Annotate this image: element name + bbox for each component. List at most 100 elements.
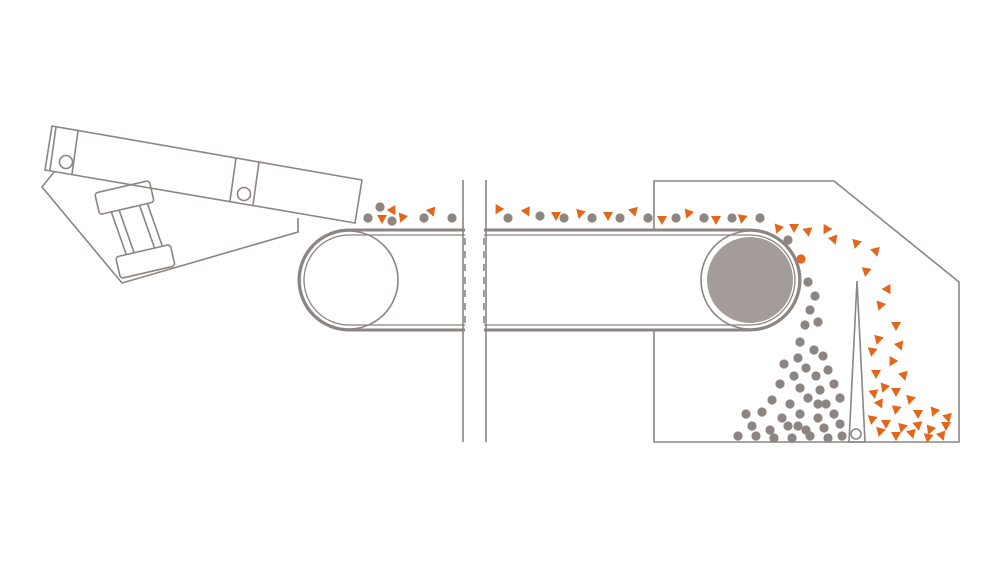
triangle-particle-icon — [893, 340, 904, 351]
circle-particle-icon — [447, 213, 457, 223]
triangle-particle-icon — [906, 428, 916, 439]
triangle-particle-icon — [891, 432, 901, 441]
triangle-particle-icon — [852, 238, 862, 249]
circle-particle-icon — [387, 216, 397, 226]
triangle-particle-icon — [891, 322, 901, 331]
circle-particle-icon — [805, 305, 815, 315]
triangle-particle-icon — [861, 267, 872, 277]
circle-particle-icon — [823, 433, 833, 443]
triangle-particle-icon — [898, 370, 908, 381]
triangle-particle-icon — [880, 382, 891, 393]
circle-particle-icon — [767, 395, 777, 405]
motor-body-line — [110, 211, 128, 255]
circle-particle-icon — [747, 421, 757, 431]
magnetic-drum-rim — [700, 230, 800, 330]
magnetic-drum-icon — [707, 237, 793, 323]
circle-particle-icon — [727, 213, 737, 223]
circle-particle-icon — [503, 213, 513, 223]
circle-particle-icon — [805, 431, 815, 441]
triangle-particle-icon — [881, 420, 891, 429]
circle-particle-icon — [835, 393, 845, 403]
circle-particle-icon — [800, 320, 810, 330]
circle-particle-icon — [751, 431, 761, 441]
triangle-particle-icon — [891, 405, 902, 415]
triangle-particle-icon — [926, 424, 937, 435]
circle-particle-icon — [801, 363, 811, 373]
triangle-particle-icon — [935, 430, 946, 441]
circle-particle-icon — [671, 213, 681, 223]
triangle-particle-icon — [876, 300, 887, 311]
triangle-particle-icon — [867, 415, 878, 425]
triangle-particle-icon — [603, 212, 613, 221]
circle-particle-icon — [815, 385, 825, 395]
triangle-particle-icon — [495, 204, 505, 215]
circle-particle-icon — [741, 409, 751, 419]
circle-particle-icon — [535, 211, 545, 221]
circle-particle-icon — [765, 425, 775, 435]
circle-particle-icon — [419, 213, 429, 223]
circle-particle-icon — [819, 423, 829, 433]
feeder-motor-icon — [94, 180, 176, 279]
particles-layer — [363, 202, 952, 443]
circle-particle-icon — [779, 359, 789, 369]
vibratory-feeder-icon — [40, 125, 363, 284]
triangle-particle-icon — [870, 246, 880, 257]
circle-particle-icon — [835, 419, 845, 429]
circle-particle-icon — [795, 409, 805, 419]
triangle-particle-icon — [874, 334, 884, 345]
triangle-particle-icon — [520, 206, 530, 217]
triangle-particle-icon — [876, 426, 886, 437]
triangle-particle-icon — [891, 388, 901, 397]
circle-particle-icon — [823, 365, 833, 375]
circle-particle-icon — [777, 413, 787, 423]
circle-particle-icon — [813, 413, 823, 423]
feeder-bolt-icon — [236, 186, 252, 202]
triangle-particle-icon — [737, 214, 748, 224]
motor-bottom-plate — [115, 244, 176, 279]
circle-particle-icon — [699, 213, 709, 223]
circle-particle-icon — [789, 371, 799, 381]
chamber-housing — [653, 180, 960, 443]
circle-particle-icon — [363, 213, 373, 223]
circle-particle-icon — [755, 213, 765, 223]
triangle-particle-icon — [711, 216, 721, 225]
circle-particle-icon — [813, 399, 823, 409]
feeder-trough-divider — [49, 126, 57, 171]
circle-particle-icon — [813, 317, 823, 327]
feeder-trough — [44, 125, 363, 224]
circle-particle-icon — [615, 213, 625, 223]
belt-inner — [303, 234, 796, 326]
triangle-particle-icon — [425, 206, 436, 217]
circle-particle-icon — [785, 399, 795, 409]
break-gap — [465, 218, 484, 338]
circle-particle-icon — [810, 291, 820, 301]
belt-break-marks — [462, 180, 487, 442]
triangle-particle-icon — [889, 356, 899, 367]
splitter-hinge-icon — [850, 428, 862, 440]
circle-particle-icon — [803, 277, 813, 287]
triangle-particle-icon — [789, 224, 799, 233]
triangle-particle-icon — [684, 208, 695, 219]
motor-top-plate — [94, 180, 155, 215]
triangle-particle-icon — [942, 412, 952, 423]
circle-particle-icon — [775, 379, 785, 389]
circle-particle-icon — [803, 393, 813, 403]
motor-body-line — [138, 205, 156, 249]
triangle-particle-icon — [941, 422, 951, 431]
head-pulley-icon — [299, 230, 399, 330]
triangle-particle-icon — [551, 212, 561, 221]
circle-particle-icon — [787, 433, 797, 443]
triangle-particle-icon — [913, 410, 923, 419]
triangle-particle-icon — [912, 421, 923, 431]
circle-particle-icon — [643, 213, 653, 223]
circle-particle-icon — [795, 337, 805, 347]
triangle-particle-icon — [576, 208, 586, 219]
circle-particle-icon — [375, 202, 385, 212]
conveyor-belt-icon — [297, 228, 802, 332]
triangle-particle-icon — [774, 223, 785, 234]
triangle-particle-icon — [898, 422, 908, 433]
circle-particle-icon — [559, 213, 569, 223]
circle-particle-icon — [829, 409, 839, 419]
triangle-particle-icon — [386, 205, 396, 216]
